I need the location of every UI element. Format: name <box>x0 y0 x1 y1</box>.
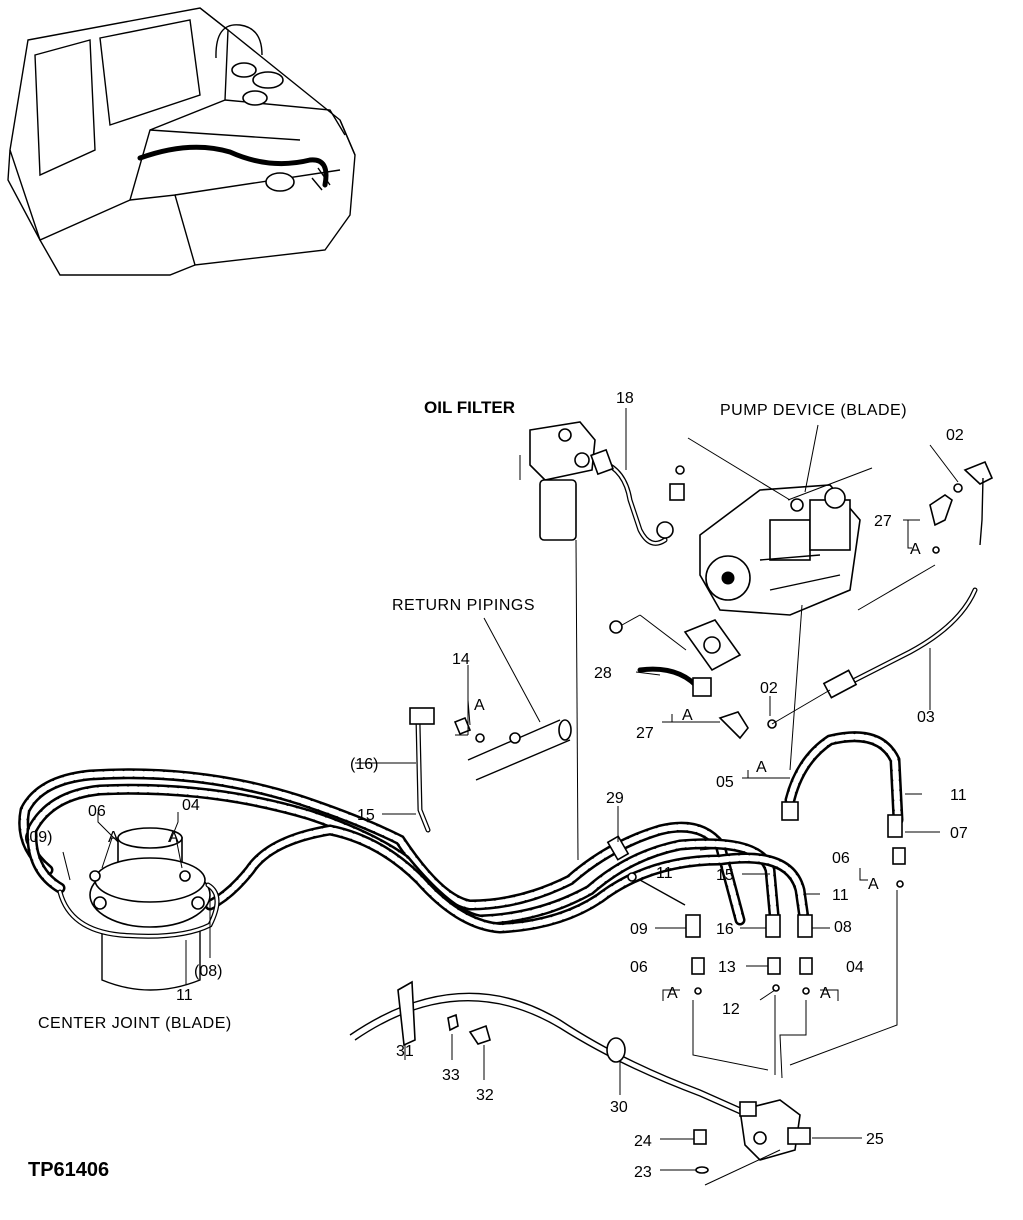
callout-27-top: 27 <box>874 513 892 530</box>
callout-28: 28 <box>594 665 612 682</box>
callout-33: 33 <box>442 1067 460 1084</box>
callout-02-top: 02 <box>946 427 964 444</box>
callout-12: 12 <box>722 1001 740 1018</box>
oil-filter-title: OIL FILTER <box>424 398 515 417</box>
callout-04-lower: 04 <box>846 959 864 976</box>
oil-filter <box>519 421 596 861</box>
callouts: 18 02 27 A 14 A 28 02 03 A 27 (16) 15 05… <box>24 390 968 1181</box>
callout-06-lower: 06 <box>630 959 648 976</box>
leader-lines <box>62 424 959 1171</box>
callout-05: 05 <box>716 774 734 791</box>
callout-11-right: 11 <box>950 787 967 804</box>
callout-a-14: A <box>474 697 485 714</box>
pump-device-title: PUMP DEVICE (BLADE) <box>720 402 907 419</box>
callout-a-top: A <box>910 541 921 558</box>
callout-27-mid: 27 <box>636 725 654 742</box>
callout-a-06-lower: A <box>667 985 678 1002</box>
callout-29: 29 <box>606 790 624 807</box>
center-joint <box>57 827 220 991</box>
hose-bundle <box>18 731 904 938</box>
callout-16-paren: (16) <box>350 756 378 773</box>
callout-24: 24 <box>634 1133 652 1150</box>
right-fittings <box>822 460 994 710</box>
callout-04-left: 04 <box>182 797 200 814</box>
callout-14: 14 <box>452 651 470 668</box>
callout-13: 13 <box>718 959 736 976</box>
callout-16: 16 <box>716 921 734 938</box>
callout-08: 08 <box>834 919 852 936</box>
return-pipings-title: RETURN PIPINGS <box>392 597 535 614</box>
callout-11-center-joint: 11 <box>176 987 193 1004</box>
callout-09-paren: (09) <box>24 829 52 846</box>
return-pipings <box>409 617 572 833</box>
callout-06-right: 06 <box>832 850 850 867</box>
callout-a-06-right: A <box>868 876 879 893</box>
callout-23: 23 <box>634 1164 652 1181</box>
pump-device <box>687 437 936 771</box>
callout-30: 30 <box>610 1099 628 1116</box>
callout-11-lower: 11 <box>832 887 849 904</box>
callout-a-05: A <box>756 759 767 776</box>
elbow-28 <box>609 614 831 740</box>
callout-09: 09 <box>630 921 648 938</box>
callout-02-mid: 02 <box>760 680 778 697</box>
callout-11-center: 11 <box>656 865 673 882</box>
callout-15-center: 15 <box>716 867 734 884</box>
control-cable <box>349 980 811 1186</box>
center-joint-title: CENTER JOINT (BLADE) <box>38 1015 232 1032</box>
excavator-overview <box>7 7 356 276</box>
callout-15-left: 15 <box>357 807 375 824</box>
reference-id: TP61406 <box>28 1159 109 1181</box>
callout-31: 31 <box>396 1043 414 1060</box>
callout-25: 25 <box>866 1131 884 1148</box>
callout-a-04-lower: A <box>820 985 831 1002</box>
callout-06-left: 06 <box>88 803 106 820</box>
callout-a-04-left: A <box>168 829 179 846</box>
callout-03: 03 <box>917 709 935 726</box>
callout-18: 18 <box>616 390 634 407</box>
callout-a-27: A <box>682 707 693 724</box>
callout-32: 32 <box>476 1087 494 1104</box>
callout-a-06-left: A <box>108 829 119 846</box>
callout-08-paren: (08) <box>194 963 222 980</box>
lower-fittings <box>691 847 906 1079</box>
callout-07: 07 <box>950 825 968 842</box>
pipe-18 <box>590 408 685 546</box>
